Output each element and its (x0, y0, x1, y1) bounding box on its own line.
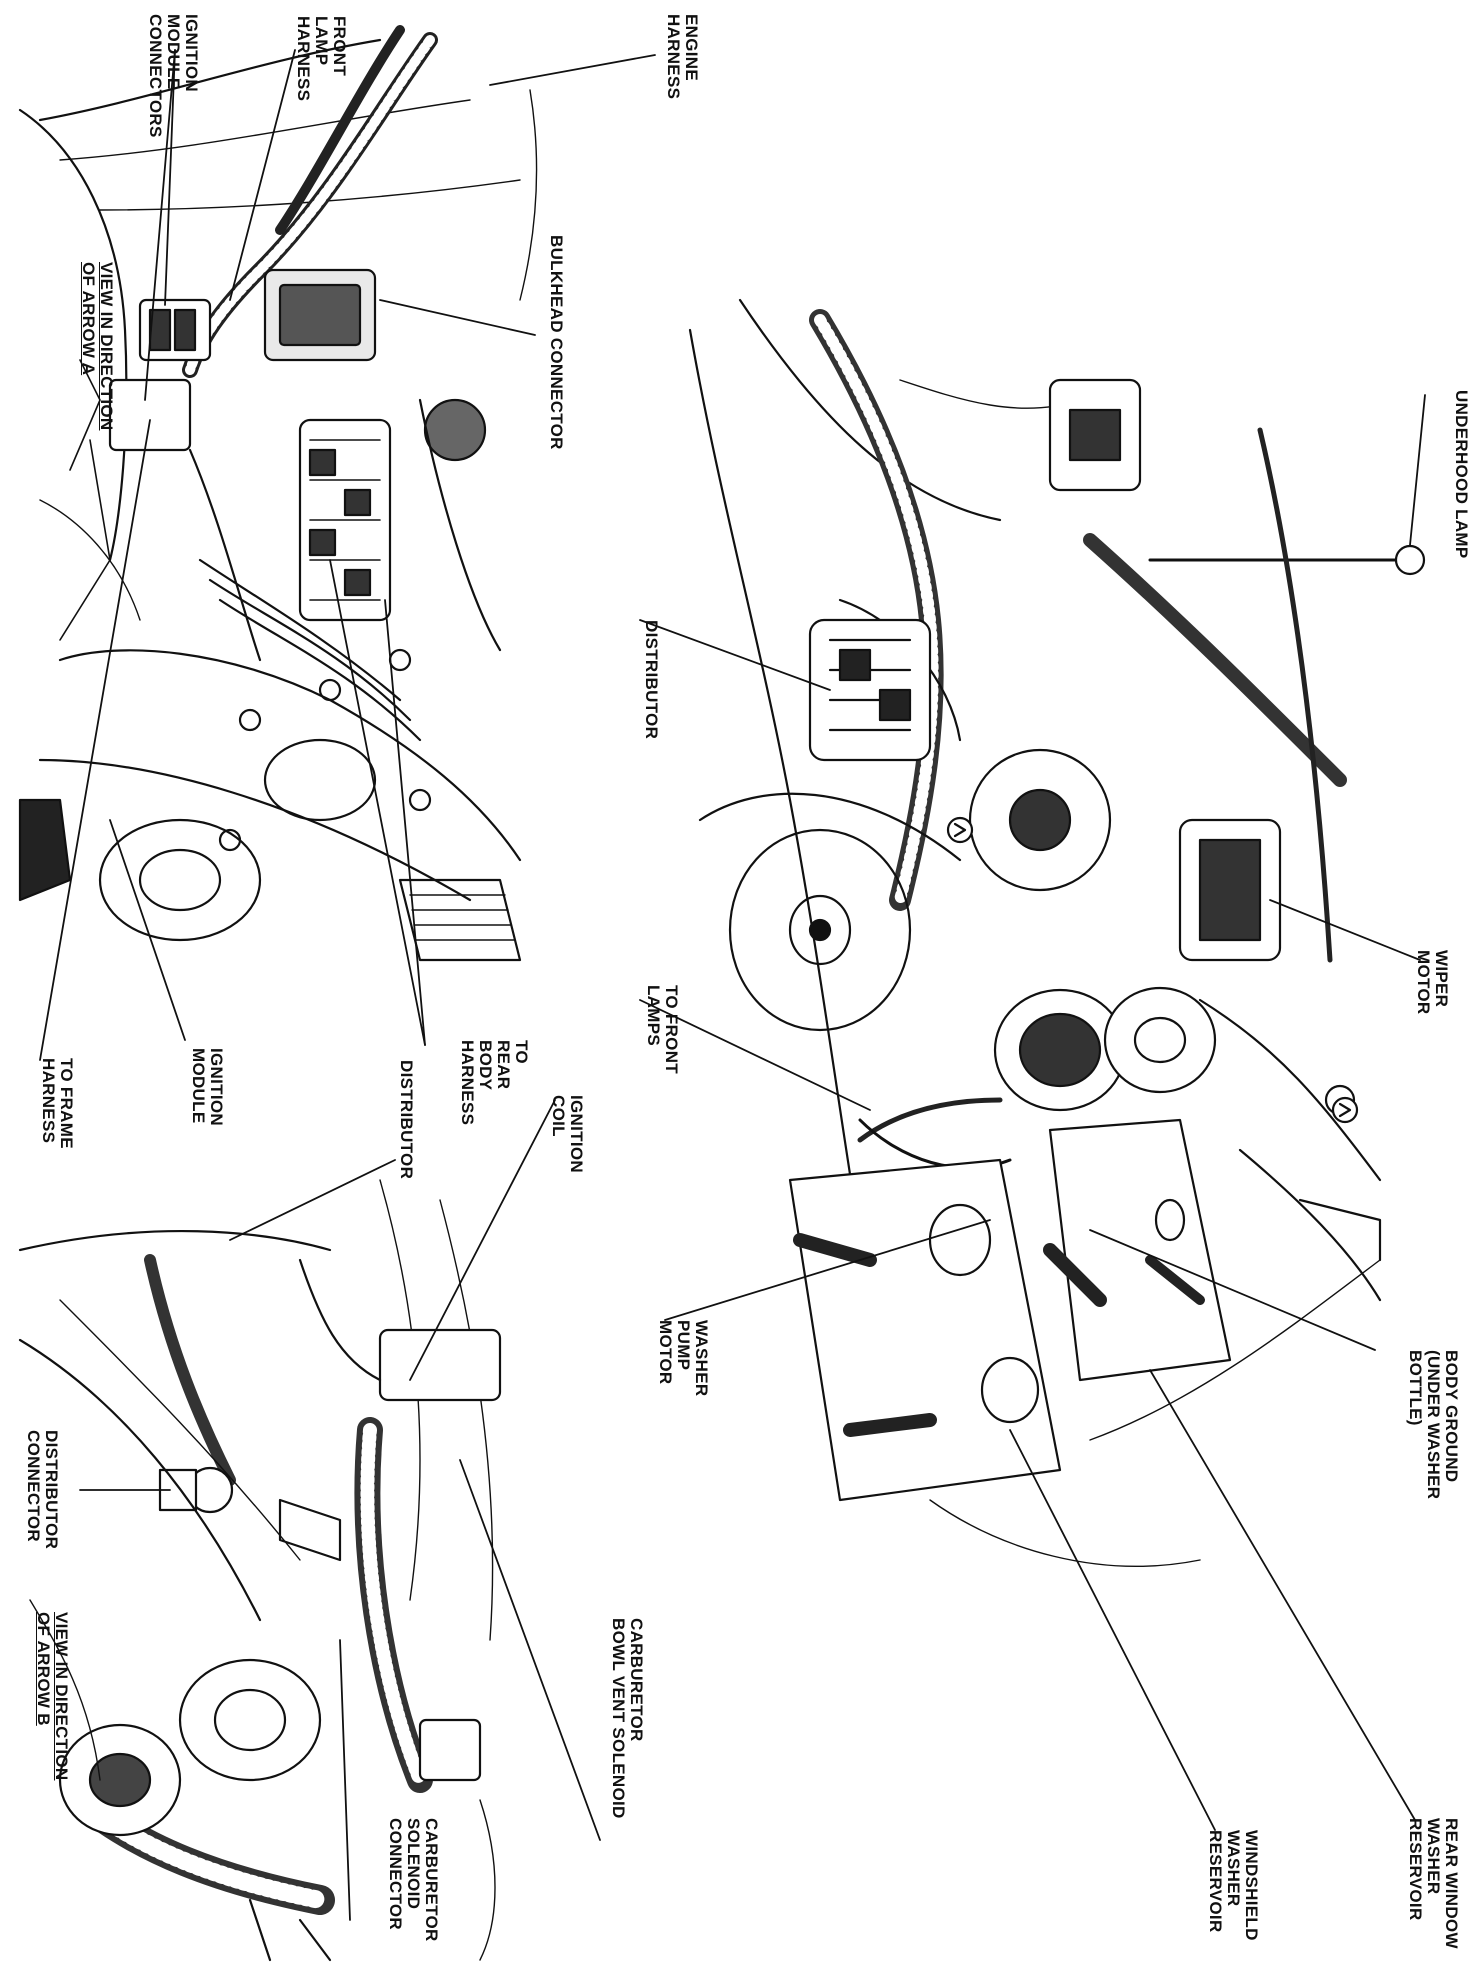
label-ignition-module-connectors: IGNITION MODULE CONNECTORS (146, 14, 201, 138)
arrow-b-marker (946, 816, 974, 844)
label-wiper-motor: WIPER MOTOR (1414, 950, 1451, 1015)
leader-lines (39, 49, 1426, 1921)
label-to-frame-harness: TO FRAME HARNESS (39, 1058, 76, 1149)
label-carburetor-solenoid-connector: CARBURETOR SOLENOID CONNECTOR (386, 1818, 441, 1942)
label-underhood-lamp: UNDERHOOD LAMP (1452, 390, 1471, 559)
label-bulkhead-connector: BULKHEAD CONNECTOR (547, 235, 566, 450)
label-ignition-coil: IGNITION COIL (549, 1095, 586, 1173)
label-view-arrow-a: VIEW IN DIRECTION OF ARROW A (79, 262, 116, 431)
main-view-illustration (688, 298, 1426, 1567)
label-body-ground: BODY GROUND (UNDER WASHER BOTTLE) (1406, 1350, 1461, 1500)
label-carburetor-bowl-vent-solenoid: CARBURETOR BOWL VENT SOLENOID (609, 1618, 646, 1819)
label-distributor-connector: DISTRIBUTOR CONNECTOR (24, 1430, 61, 1550)
label-front-lamp-harness: FRONT LAMP HARNESS (294, 16, 349, 102)
label-distributor-b: DISTRIBUTOR (397, 1060, 416, 1180)
label-rear-window-washer-reservoir: REAR WINDOW WASHER RESERVOIR (1406, 1818, 1461, 1949)
label-washer-pump-motor: WASHER PUMP MOTOR (656, 1320, 711, 1397)
label-windshield-washer-reservoir: WINDSHIELD WASHER RESERVOIR (1206, 1830, 1261, 1941)
arrow-a-marker (1331, 1096, 1359, 1124)
label-ignition-module: IGNITION MODULE (189, 1048, 226, 1126)
view-b-illustration (18, 1179, 502, 1962)
label-distributor-main: DISTRIBUTOR (642, 620, 661, 740)
view-a-illustration (18, 25, 538, 962)
label-engine-harness: ENGINE HARNESS (664, 14, 701, 100)
label-view-arrow-b: VIEW IN DIRECTION OF ARROW B (34, 1612, 71, 1781)
label-to-front-lamps: TO FRONT LAMPS (644, 985, 681, 1074)
label-to-rear-body-harness: TO REAR BODY HARNESS (458, 1040, 531, 1126)
